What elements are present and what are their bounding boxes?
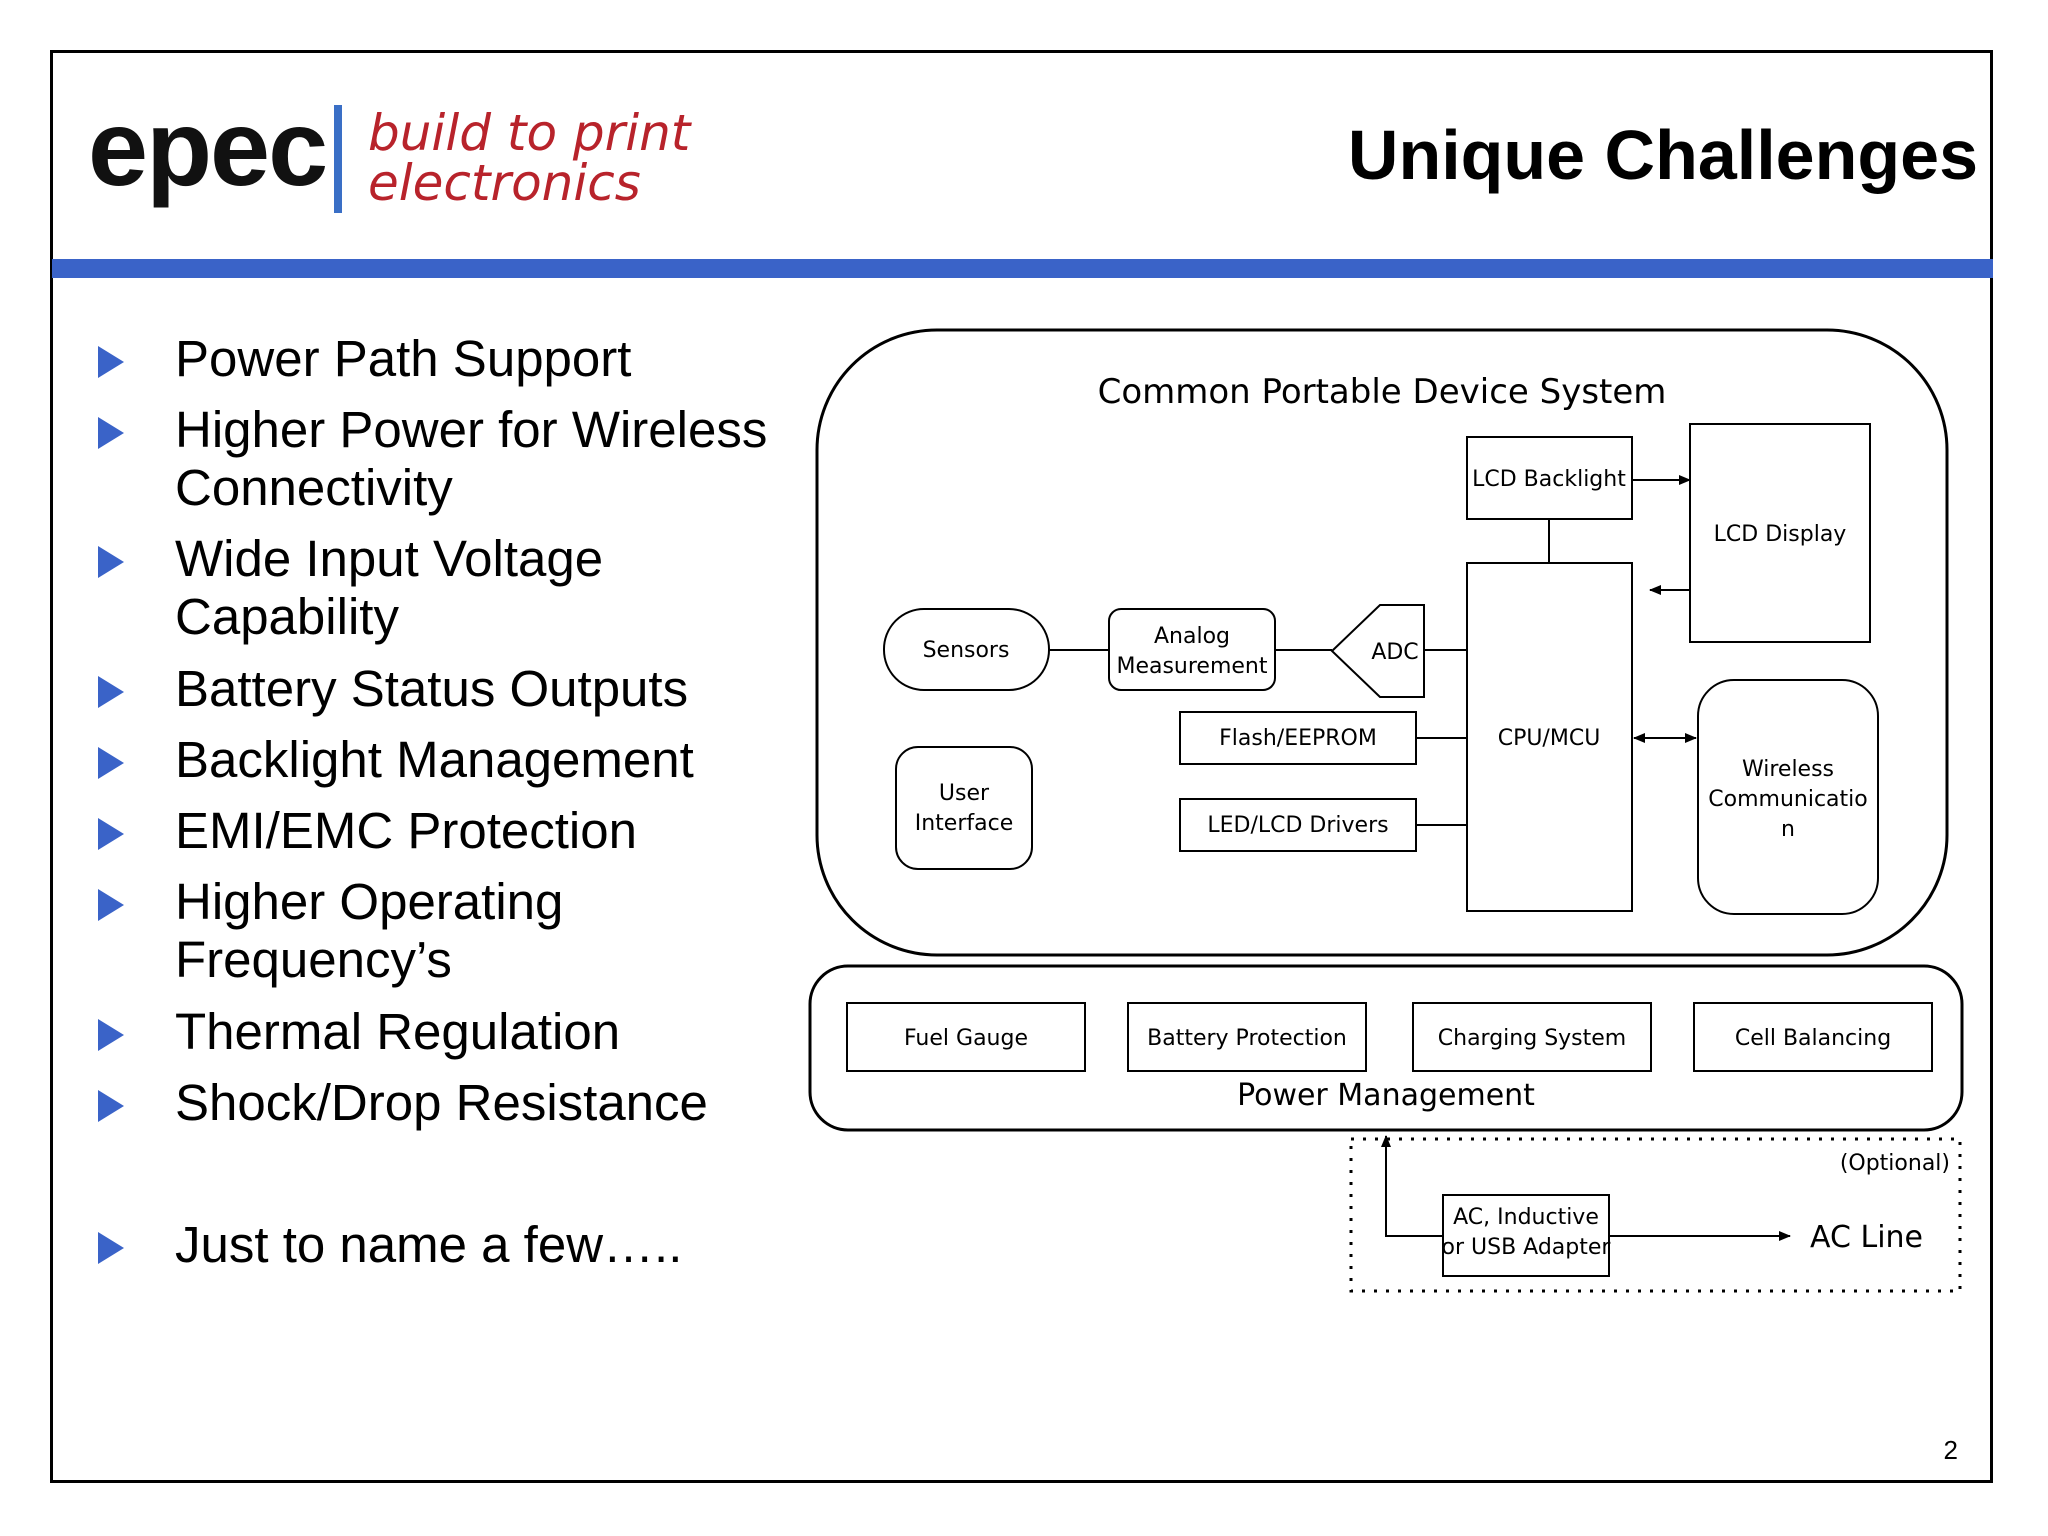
- logo-divider: [334, 105, 342, 213]
- adapter-label-1: AC, Inductive: [1453, 1205, 1599, 1230]
- connector-lines: [1049, 519, 1550, 826]
- bullet-arrow-icon: [98, 818, 124, 850]
- logo-tagline-line2: electronics: [368, 154, 641, 212]
- lcd-display-label: LCD Display: [1714, 522, 1847, 547]
- analog-measurement-label-1: Analog: [1154, 624, 1230, 649]
- epec-logo-word: epec: [88, 87, 328, 208]
- user-interface-label-1: User: [939, 781, 990, 806]
- bullet-text: Just to name a few…..: [175, 1216, 683, 1273]
- bullet-arrow-icon: [98, 1019, 124, 1051]
- cpu-mcu-label: CPU/MCU: [1498, 726, 1601, 751]
- bullet-arrow-icon: [98, 889, 124, 921]
- cell-balancing-label: Cell Balancing: [1735, 1026, 1891, 1051]
- wireless-label-2: Communicatio: [1708, 787, 1867, 812]
- bullet-text: Shock/Drop Resistance: [175, 1074, 708, 1131]
- flash-eeprom-block: [1179, 711, 1417, 765]
- bullet-arrow-icon: [98, 346, 124, 378]
- adc-label: ADC: [1371, 640, 1418, 665]
- cpu-mcu-block: [1466, 562, 1633, 912]
- battery-protection-label: Battery Protection: [1147, 1026, 1347, 1051]
- system-title: Common Portable Device System: [1098, 372, 1667, 412]
- charging-system-block: [1412, 1002, 1652, 1072]
- wireless-communication-block: [1697, 679, 1879, 915]
- logo-tagline-line1: build to print: [368, 104, 691, 162]
- bullet-arrow-icon: [98, 417, 124, 449]
- bullet-text: Backlight Management: [175, 731, 694, 788]
- adapter-label-2: or USB Adapter: [1442, 1235, 1612, 1260]
- fuel-gauge-label: Fuel Gauge: [904, 1026, 1028, 1051]
- wireless-label-1: Wireless: [1742, 757, 1834, 782]
- led-lcd-drivers-block: [1179, 798, 1417, 852]
- adapter-to-power-arrow: [1381, 1135, 1443, 1237]
- lcd-backlight-label: LCD Backlight: [1472, 467, 1626, 492]
- bullet-text: EMI/EMC Protection: [175, 802, 637, 859]
- bullet-text: Power Path Support: [175, 330, 632, 387]
- optional-adapter-boundary: [1349, 1137, 1962, 1293]
- bullet-arrow-icon: [98, 546, 124, 578]
- user-interface-label-2: Interface: [915, 811, 1014, 836]
- analog-measurement-label-2: Measurement: [1116, 654, 1267, 679]
- logo-tagline: build to print electronics: [368, 108, 690, 208]
- ac-line-label: AC Line: [1810, 1220, 1923, 1255]
- optional-label: (Optional): [1840, 1151, 1950, 1176]
- led-lcd-drivers-label: LED/LCD Drivers: [1207, 813, 1388, 838]
- bullet-arrow-icon: [98, 1232, 124, 1264]
- charging-system-label: Charging System: [1438, 1026, 1626, 1051]
- bullet-text: Thermal Regulation: [175, 1003, 621, 1060]
- lcd-backlight-block: [1466, 436, 1633, 520]
- slide-title: Unique Challenges: [1347, 116, 1978, 194]
- lcd-display-block: [1689, 423, 1871, 643]
- device-system-boundary: [815, 328, 1949, 957]
- title-rule: [52, 259, 1993, 278]
- power-management-boundary: [808, 964, 1964, 1132]
- user-interface-block: [895, 746, 1033, 870]
- sensors-label: Sensors: [923, 638, 1010, 663]
- bullet-arrow-icon: [98, 747, 124, 779]
- wireless-label-3: n: [1781, 817, 1795, 842]
- bullet-text: Battery Status Outputs: [175, 660, 689, 717]
- page-number: 2: [1943, 1435, 1958, 1465]
- fuel-gauge-block: [846, 1002, 1086, 1072]
- battery-protection-block: [1127, 1002, 1367, 1072]
- bullet-arrow-icon: [98, 676, 124, 708]
- flash-eeprom-label: Flash/EEPROM: [1219, 726, 1377, 751]
- power-management-label: Power Management: [1237, 1078, 1535, 1113]
- cell-balancing-block: [1693, 1002, 1933, 1072]
- bullet-arrow-icon: [98, 1090, 124, 1122]
- slide-frame: [50, 50, 1993, 1483]
